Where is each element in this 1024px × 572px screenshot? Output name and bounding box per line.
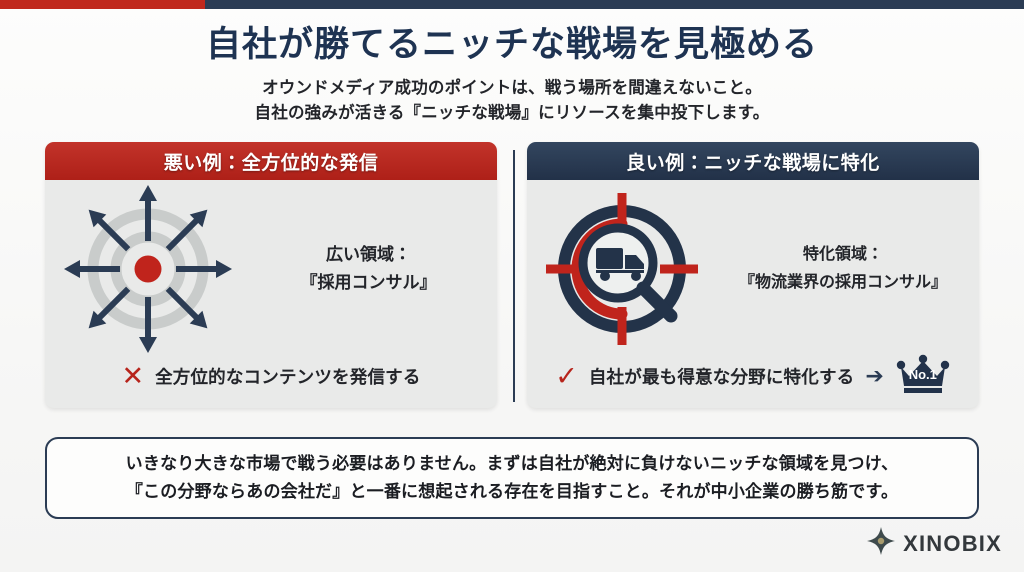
top-accent-bar <box>0 0 1024 9</box>
panel-good-body: 特化領域： 『物流業界の採用コンサル』 <box>527 180 979 358</box>
panel-good-footer-text: 自社が最も得意な分野に特化する <box>588 366 855 387</box>
panel-bad-label-line-2: 『採用コンサル』 <box>300 273 437 292</box>
summary-callout: いきなり大きな市場で戦う必要はありません。まずは自社が絶対に負けないニッチな領域… <box>45 437 979 519</box>
callout-line-2: 『この分野ならあの会社だ』と一番に想起される存在を目指すこと。それが中小企業の勝… <box>125 482 899 501</box>
panel-bad-body: 広い領域： 『採用コンサル』 <box>45 180 497 358</box>
panel-good-label: 特化領域： 『物流業界の採用コンサル』 <box>717 241 979 297</box>
page-title: 自社が勝てるニッチな戦場を見極める <box>205 25 818 64</box>
subtitle-line-2: 自社の強みが活きる『ニッチな戦場』にリソースを集中投下します。 <box>254 104 770 122</box>
crosshair-magnifier-truck-icon <box>527 191 717 347</box>
panel-good-label-line-2: 『物流業界の採用コンサル』 <box>738 274 947 291</box>
brand-logo: XINOBIX <box>867 527 1002 560</box>
page-subtitle: オウンドメディア成功のポイントは、戦う場所を間違えないこと。 自社の強みが活きる… <box>0 76 1024 126</box>
panel-bad-label-line-1: 広い領域： <box>326 245 411 264</box>
four-point-star-logo-icon <box>867 527 896 560</box>
panel-divider <box>513 150 515 402</box>
subtitle-line-1: オウンドメディア成功のポイントは、戦う場所を間違えないこと。 <box>262 79 762 97</box>
comparison-panels: 悪い例：全方位的な発信 <box>45 142 979 408</box>
arrow-right-icon: ➔ <box>865 363 884 388</box>
panel-bad-footer-text: 全方位的なコンテンツを発信する <box>155 366 421 387</box>
callout-line-1: いきなり大きな市場で戦う必要はありません。まずは自社が絶対に負けないニッチな領域… <box>125 454 899 473</box>
radial-broadcast-target-icon <box>45 183 250 355</box>
panel-good-footer: ✓ 自社が最も得意な分野に特化する ➔ No.1 <box>527 354 979 399</box>
panel-bad-label: 広い領域： 『採用コンサル』 <box>250 241 497 297</box>
cross-mark-icon: ✕ <box>121 360 145 391</box>
top-accent-navy-segment <box>205 0 1024 9</box>
check-mark-icon: ✓ <box>555 360 578 391</box>
panel-bad-example: 悪い例：全方位的な発信 <box>45 142 497 408</box>
panel-bad-heading: 悪い例：全方位的な発信 <box>45 142 497 180</box>
panel-good-heading: 良い例：ニッチな戦場に特化 <box>527 142 979 180</box>
top-accent-red-segment <box>0 0 205 9</box>
panel-good-label-line-1: 特化領域： <box>802 246 883 263</box>
brand-logo-text: XINOBIX <box>903 530 1002 556</box>
crown-badge-icon: No.1 <box>895 354 951 399</box>
panel-bad-footer: ✕ 全方位的なコンテンツを発信する <box>45 356 497 396</box>
crown-badge-label: No.1 <box>908 366 937 382</box>
panel-good-example: 良い例：ニッチな戦場に特化 <box>527 142 979 408</box>
